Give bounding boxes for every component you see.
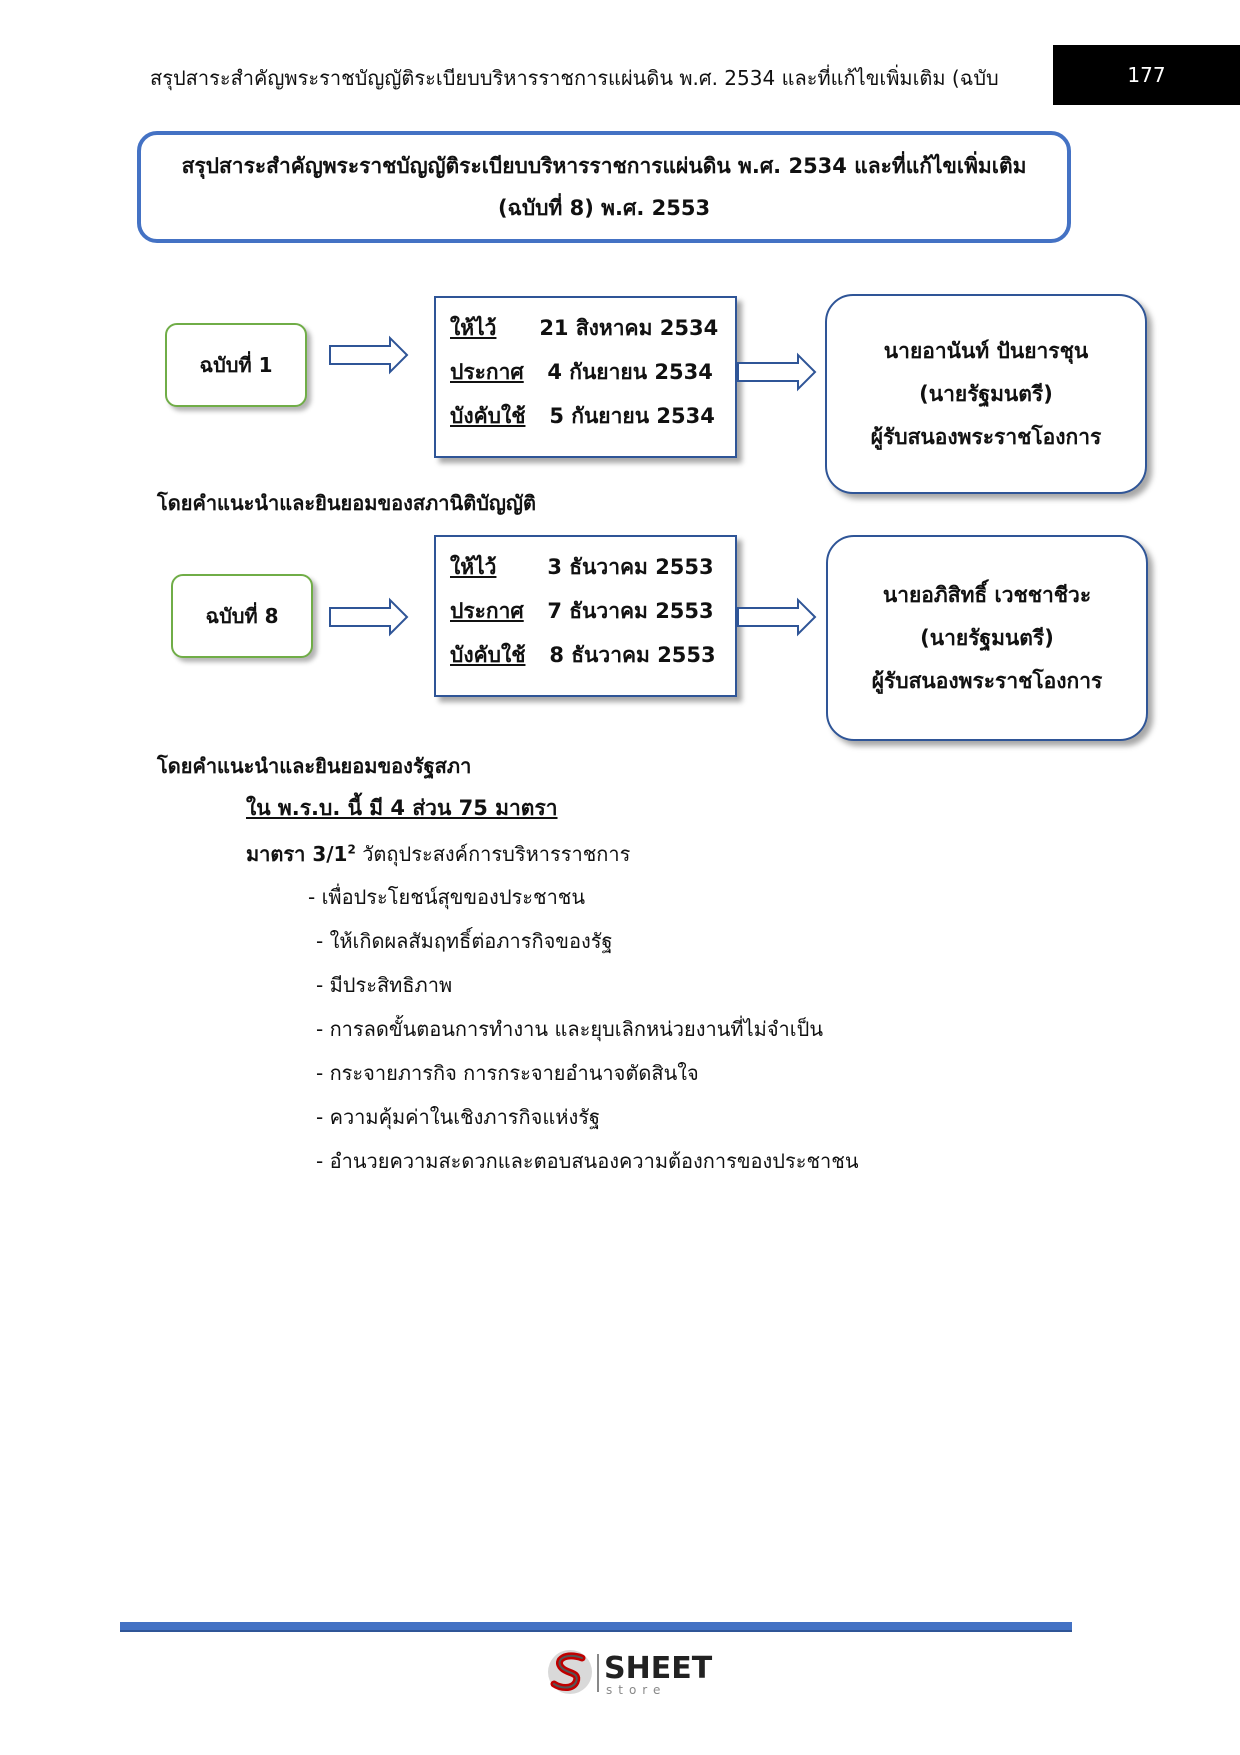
section-footnote-marker: 2 (347, 842, 356, 857)
signer-name: นายอภิสิทธิ์ เวชชาชีวะ (882, 582, 1092, 607)
given-label: ให้ไว้ (450, 555, 497, 579)
page-number-box: 177 (1053, 45, 1240, 105)
edition-8-dates-box: ให้ไว้ 3 ธันวาคม 2553 ประกาศ 7 ธันวาคม 2… (434, 535, 737, 697)
objective-item: - เพื่อประโยชน์สุขของประชาชน (308, 885, 586, 909)
edition-8-label: ฉบับที่ 8 (205, 604, 279, 628)
announced-date: 7 ธันวาคม 2553 (547, 599, 714, 623)
arrow-right-icon (737, 597, 817, 637)
section-heading: มาตรา 3/12 วัตถุประสงค์การบริหารราชการ (246, 838, 630, 870)
arrow-right-icon (329, 335, 409, 375)
arrow-right-icon (329, 597, 409, 637)
running-header-title: สรุปสาระสำคัญพระราชบัญญัติระเบียบบริหารร… (150, 66, 999, 90)
edition-1-given-row: ให้ไว้ 21 สิงหาคม 2534 (450, 306, 735, 350)
edition-1-dates-box: ให้ไว้ 21 สิงหาคม 2534 ประกาศ 4 กันยายน … (434, 296, 737, 458)
effective-date: 5 กันยายน 2534 (549, 404, 715, 428)
edition-1-box: ฉบับที่ 1 (165, 323, 307, 407)
section-label: มาตรา 3/1 (246, 842, 348, 866)
edition-1-signer-box: นายอานันท์ ปันยารชุน (นายรัฐมนตรี) ผู้รั… (825, 294, 1147, 494)
edition-8-given-row: ให้ไว้ 3 ธันวาคม 2553 (450, 545, 735, 589)
edition-8-box: ฉบับที่ 8 (171, 574, 313, 658)
sheet-store-logo: SHEET store (548, 1650, 713, 1697)
signer-duty: ผู้รับสนองพระราชโองการ (871, 668, 1103, 693)
announced-label: ประกาศ (450, 599, 524, 623)
logo-sub-text: store (606, 1683, 666, 1697)
document-title-line-1: สรุปสาระสำคัญพระราชบัญญัติระเบียบบริหารร… (181, 154, 1027, 178)
given-label: ให้ไว้ (450, 316, 497, 340)
objective-item: - การลดขั้นตอนการทำงาน และยุบเลิกหน่วยงา… (316, 1017, 823, 1041)
edition-1-effective-row: บังคับใช้ 5 กันยายน 2534 (450, 394, 735, 438)
edition-1-label: ฉบับที่ 1 (199, 353, 273, 377)
sheet-store-s-logo-icon (548, 1650, 592, 1694)
document-title-line-2: (ฉบับที่ 8) พ.ศ. 2553 (497, 196, 711, 220)
logo-main-text: SHEET (604, 1651, 713, 1686)
objective-item: - อำนวยความสะดวกและตอบสนองความต้องการของ… (316, 1149, 859, 1173)
given-date: 21 สิงหาคม 2534 (539, 316, 719, 340)
document-title-box: สรุปสาระสำคัญพระราชบัญญัติระเบียบบริหารร… (137, 131, 1071, 243)
edition-8-note: โดยคำแนะนำและยินยอมของรัฐสภา (157, 754, 472, 778)
objective-item: - มีประสิทธิภาพ (316, 973, 453, 997)
section-text: วัตถุประสงค์การบริหารราชการ (362, 842, 631, 866)
edition-1-announced-row: ประกาศ 4 กันยายน 2534 (450, 350, 735, 394)
effective-label: บังคับใช้ (450, 643, 526, 667)
signer-role: (นายรัฐมนตรี) (920, 625, 1054, 650)
given-date: 3 ธันวาคม 2553 (547, 555, 714, 579)
signer-duty: ผู้รับสนองพระราชโองการ (870, 424, 1102, 449)
effective-date: 8 ธันวาคม 2553 (549, 643, 716, 667)
signer-role: (นายรัฐมนตรี) (919, 381, 1053, 406)
objective-item: - ความคุ้มค่าในเชิงภารกิจแห่งรัฐ (316, 1105, 600, 1129)
objective-item: - ให้เกิดผลสัมฤทธิ์ต่อภารกิจของรัฐ (316, 929, 613, 953)
signer-name: นายอานันท์ ปันยารชุน (883, 338, 1089, 363)
effective-label: บังคับใช้ (450, 404, 526, 428)
announced-label: ประกาศ (450, 360, 524, 384)
act-summary: ใน พ.ร.บ. นี้ มี 4 ส่วน 75 มาตรา (246, 796, 558, 820)
edition-8-announced-row: ประกาศ 7 ธันวาคม 2553 (450, 589, 735, 633)
edition-1-note: โดยคำแนะนำและยินยอมของสภานิติบัญญัติ (157, 491, 536, 515)
announced-date: 4 กันยายน 2534 (547, 360, 713, 384)
objective-item: - กระจายภารกิจ การกระจายอำนาจตัดสินใจ (316, 1061, 699, 1085)
page-number: 177 (1127, 63, 1166, 87)
footer-divider-bar (120, 1622, 1072, 1632)
arrow-right-icon (737, 352, 817, 392)
edition-8-signer-box: นายอภิสิทธิ์ เวชชาชีวะ (นายรัฐมนตรี) ผู้… (826, 535, 1148, 741)
edition-8-effective-row: บังคับใช้ 8 ธันวาคม 2553 (450, 633, 735, 677)
